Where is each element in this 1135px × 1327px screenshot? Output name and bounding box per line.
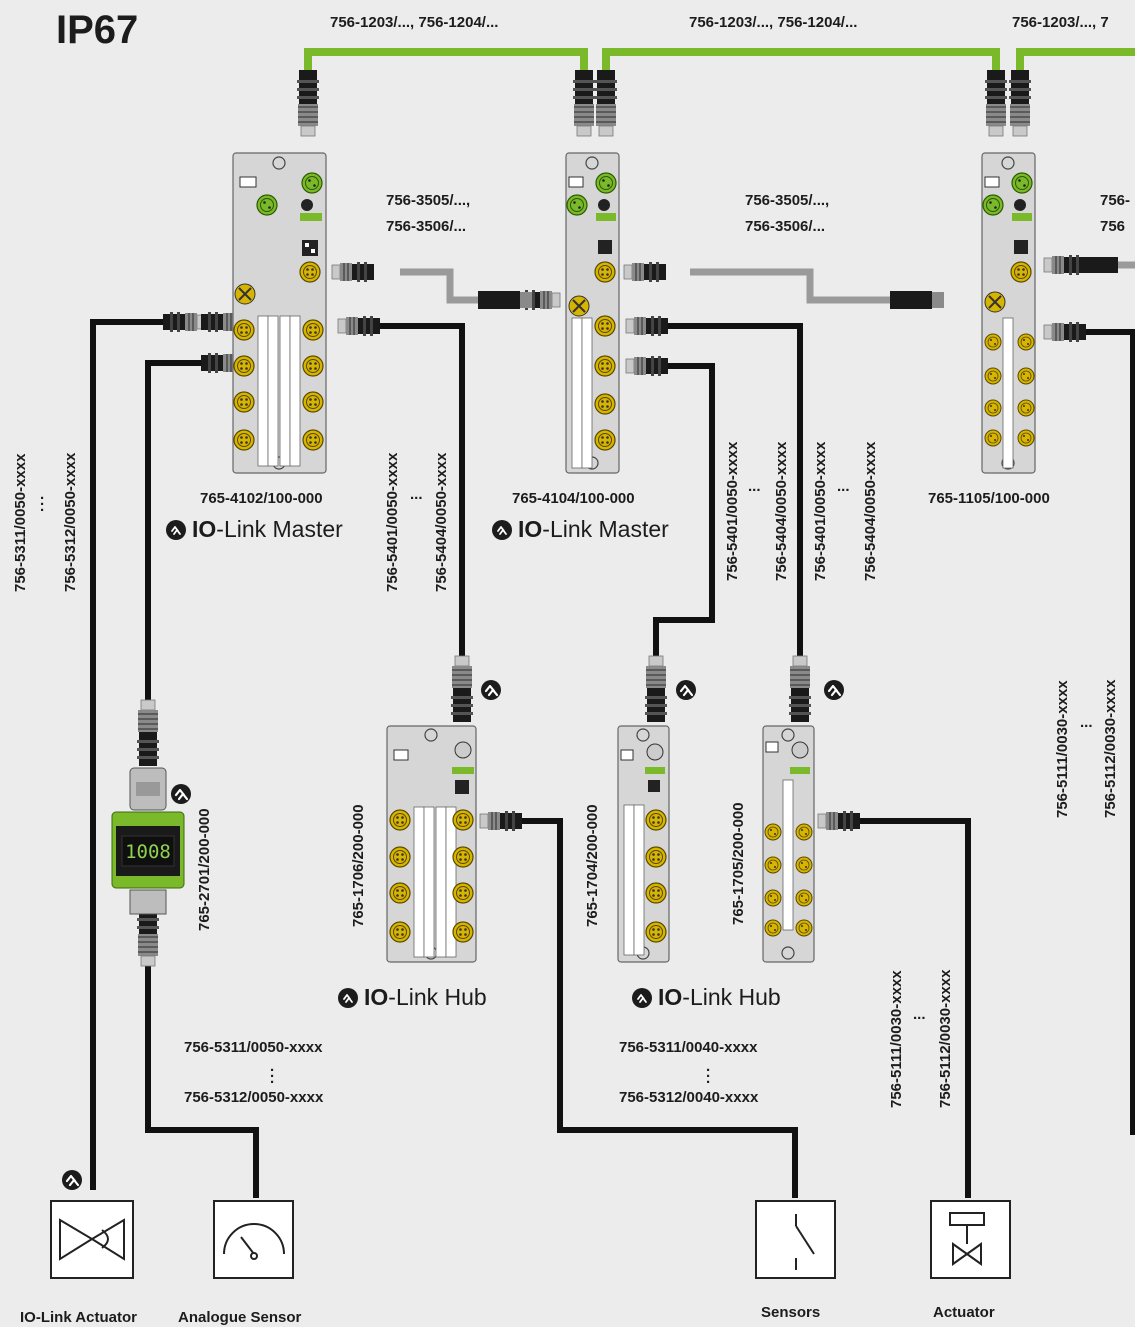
master1-role-bold: IO (192, 516, 217, 542)
cable-label-left-a: 756-5311/0050-xxxx (12, 453, 29, 592)
hub3-part-number: 765-1705/200-000 (730, 802, 747, 925)
cable-label-m2-c: 756-5401/0050-xxxx (812, 441, 829, 581)
power-cable-label-2b: 756-3506/... (745, 218, 826, 235)
iolink-logo-icon (632, 987, 652, 1008)
cable-label-m2-a: 756-5401/0050-xxxx (724, 441, 741, 581)
ellipsis-m1: ... (410, 486, 423, 503)
sensor-cable-left-a: 756-5311/0050-xxxx (184, 1039, 323, 1056)
cable-label-m1-b: 756-5404/0050-xxxx (433, 452, 450, 592)
master1-part-number: 765-4102/100-000 (200, 490, 323, 507)
cable-label-m1-a: 756-5401/0050-xxxx (384, 452, 401, 592)
ellipsis-sensor-left: ... (270, 1058, 275, 1087)
master1-role-rest: -Link Master (216, 516, 343, 542)
ellipsis-m2a: ... (748, 478, 761, 495)
ellipsis-m2b: ... (837, 478, 850, 495)
cable-label-right-a: 756-5111/0030-xxxx (1054, 680, 1071, 818)
master2-role-rest: -Link Master (542, 516, 669, 542)
cable-label-act-b: 756-5112/0030-xxxx (937, 969, 954, 1108)
analogue-sensor-label: Analogue Sensor (178, 1309, 302, 1326)
master2-part-number: 765-4104/100-000 (512, 490, 635, 507)
page-title: IP67 (56, 8, 139, 52)
actuator-label: Actuator (933, 1304, 995, 1321)
ethernet-cable-label-2: 756-1203/..., 756-1204/... (689, 14, 858, 31)
cable-label-right-b: 756-5112/0030-xxxx (1102, 679, 1119, 818)
ellipsis-act: ... (913, 1006, 926, 1023)
power-cable-label-2a: 756-3505/..., (745, 192, 830, 209)
iolink-hub-2 (617, 725, 670, 963)
sensor-cable-mid-a: 756-5311/0040-xxxx (619, 1039, 758, 1056)
ellipsis-right: ... (1080, 714, 1093, 731)
hub1-role-rest: -Link Hub (388, 984, 487, 1010)
sensors-label: Sensors (761, 1304, 821, 1321)
iolink-master-1 (232, 152, 327, 474)
hub2-role-rest: -Link Hub (682, 984, 781, 1010)
ellipsis-left: ... (40, 486, 45, 515)
actuator-symbol (930, 1200, 1011, 1279)
ethernet-cable-label-3: 756-1203/..., 7 (1012, 14, 1109, 31)
power-connectors (331, 254, 1118, 311)
sensor-cable-left-b: 756-5312/0050-xxxx (184, 1089, 324, 1106)
iolink-logo-icon (492, 519, 512, 540)
iolink-logo-icon (166, 519, 186, 540)
ethernet-cable-label-1: 756-1203/..., 756-1204/... (330, 14, 499, 31)
cable-label-m2-d: 756-5404/0050-xxxx (862, 441, 879, 581)
cable-label-left-b: 756-5312/0050-xxxx (62, 452, 79, 592)
iolink-actuator-label: IO-Link Actuator (20, 1309, 137, 1326)
io-module-3 (981, 152, 1036, 474)
power-cable-label-3a: 756- (1100, 192, 1131, 209)
analogue-sensor-symbol (213, 1200, 294, 1279)
iolink-master-2 (565, 152, 620, 474)
master1-role: IO-Link Master (166, 516, 343, 543)
black-iolink-cables (90, 319, 1135, 1198)
io-hub-3 (762, 725, 815, 963)
hub1-role-bold: IO (364, 984, 389, 1010)
module3-part-number: 765-1105/100-000 (928, 490, 1050, 507)
power-cable-label-3b: 756 (1100, 218, 1126, 235)
ellipsis-sensor-mid: ... (706, 1058, 711, 1087)
hub2-role: IO-Link Hub (632, 984, 781, 1011)
hub2-role-bold: IO (658, 984, 683, 1010)
iolink-actuator-symbol (50, 1200, 134, 1279)
cable-label-act-a: 756-5111/0030-xxxx (888, 970, 905, 1108)
converter-display: 1008 (125, 841, 171, 863)
hub2-part-number: 765-1704/200-000 (584, 804, 601, 927)
iolink-logo-icon (338, 987, 358, 1008)
power-cable-label-1b: 756-3506/... (386, 218, 467, 235)
sensor-cable-mid-b: 756-5312/0040-xxxx (619, 1089, 759, 1106)
iolink-hub-1 (386, 725, 477, 963)
master2-role: IO-Link Master (492, 516, 669, 543)
hub1-role: IO-Link Hub (338, 984, 487, 1011)
power-cable-label-1a: 756-3505/..., (386, 192, 471, 209)
hub1-part-number: 765-1706/200-000 (350, 804, 367, 927)
analog-converter: 1008 (111, 767, 185, 915)
cable-label-m2-b: 756-5404/0050-xxxx (773, 441, 790, 581)
converter-part-number: 765-2701/200-000 (196, 808, 213, 931)
ethernet-connectors (296, 69, 1032, 137)
master2-role-bold: IO (518, 516, 543, 542)
sensors-symbol (755, 1200, 836, 1279)
